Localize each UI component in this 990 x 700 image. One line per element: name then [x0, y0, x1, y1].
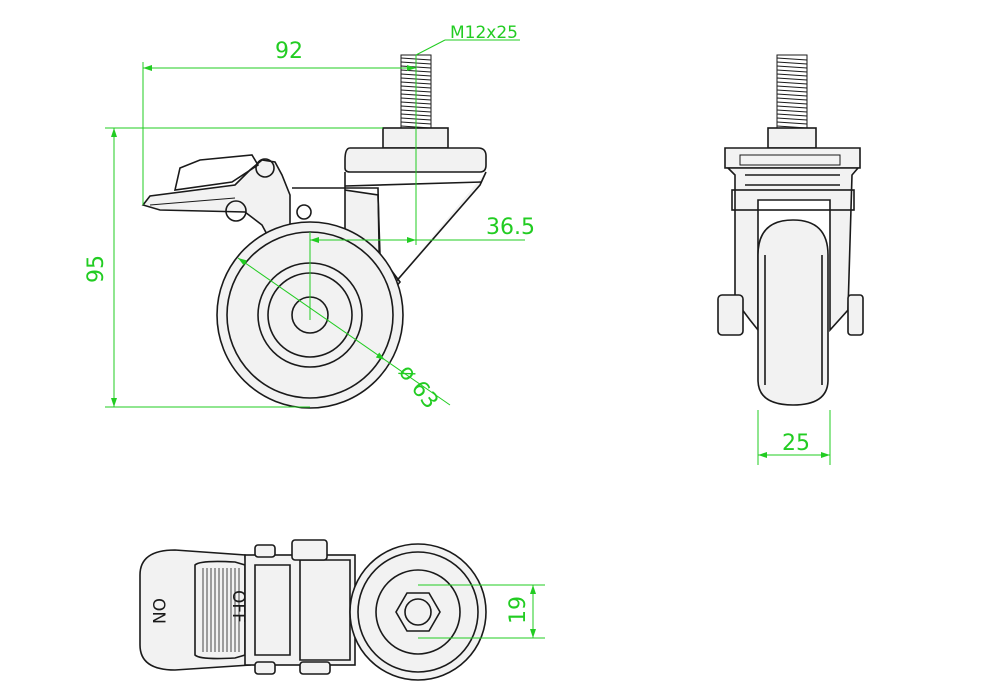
front-axle-nut: [717, 294, 744, 336]
thread-line: [776, 85, 808, 89]
dimension-arrowhead: [407, 65, 416, 71]
dimension-arrowhead: [238, 258, 248, 266]
thread-line: [776, 61, 808, 65]
thread-line: [776, 57, 808, 61]
dimension-arrowhead: [530, 585, 536, 594]
hex-size-label: 19: [506, 596, 531, 624]
front-dimension-lines: [757, 410, 831, 465]
front-fork: [726, 167, 860, 333]
thread-size-label: M12x25: [450, 23, 518, 43]
top-dimension-lines: [418, 584, 545, 639]
top-view: [139, 539, 545, 681]
height-label: 95: [84, 255, 109, 283]
thread-line: [776, 73, 808, 77]
dimension-arrowhead: [143, 65, 152, 71]
top-wheel: [349, 543, 487, 681]
dimension-arrowhead: [821, 452, 830, 458]
thread-line: [776, 121, 808, 125]
thread-line: [776, 105, 808, 109]
swivel-offset-label: 36.5: [486, 215, 535, 240]
brake-off-label: OFF: [228, 590, 248, 623]
dimension-arrowhead: [758, 452, 767, 458]
wheel-diameter-label: ø 63: [393, 360, 443, 414]
thread-line: [776, 117, 808, 121]
thread-line: [776, 93, 808, 97]
thread-line: [776, 65, 808, 69]
thread-line: [776, 89, 808, 93]
offset-width-label: 92: [275, 39, 303, 64]
front-top-plate: [724, 147, 861, 169]
dimension-arrowhead: [310, 237, 319, 243]
thread-line: [776, 81, 808, 85]
dimension-arrowhead: [375, 352, 385, 360]
thread-line: [776, 77, 808, 81]
side-dimension-lines: [105, 39, 525, 408]
brake-on-label: ON: [148, 598, 168, 624]
wheel-width-label: 25: [782, 431, 810, 456]
thread-line: [776, 113, 808, 117]
wheel-diameter-dimension-line: [237, 257, 451, 406]
dimension-arrowhead: [530, 629, 536, 638]
dimension-arrowhead: [111, 128, 117, 137]
thread-line: [776, 101, 808, 105]
front-wheel: [757, 219, 829, 406]
thread-line: [776, 97, 808, 101]
front-view: [717, 54, 864, 465]
dimension-arrowhead: [111, 398, 117, 407]
thread-line: [776, 69, 808, 73]
thread-line: [776, 109, 808, 113]
side-view: [105, 39, 525, 409]
thread-leader-line: [415, 39, 446, 56]
side-brake-lever: [141, 154, 312, 242]
top-hex-nut: [395, 592, 441, 632]
dimension-arrowhead: [407, 237, 416, 243]
